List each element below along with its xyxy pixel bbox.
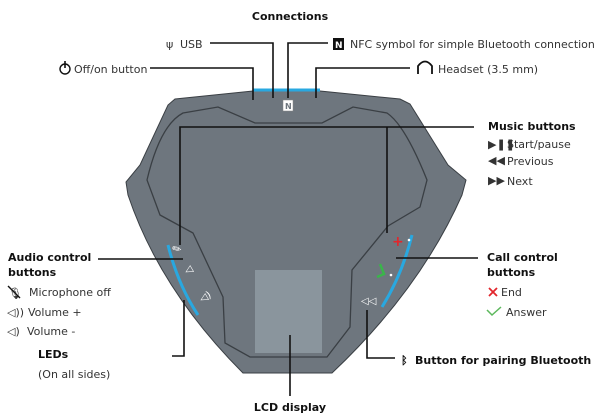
previous-icon: ◀◀ — [488, 154, 505, 167]
bluetooth-icon: ᛒ — [401, 354, 408, 367]
end-call-button[interactable]: + — [392, 234, 404, 250]
start-pause-label: Start/pause — [507, 138, 571, 151]
call-control-legend: Call control buttons End Answer — [486, 251, 558, 319]
mic-off-label: Microphone off — [29, 286, 111, 299]
led-strip-left — [166, 244, 200, 316]
bluetooth-legend: ᛒ Button for pairing Bluetooth — [401, 354, 591, 367]
play-pause-icon: ▶❚❚ — [488, 138, 515, 151]
connections-heading: Connections — [252, 10, 329, 23]
bluetooth-pair-button[interactable]: ◁◁ — [361, 296, 377, 307]
answer-label: Answer — [506, 306, 547, 319]
device-inner-outline — [146, 106, 428, 358]
music-heading: Music buttons — [488, 120, 576, 133]
volume-up-icon: ◁)) — [7, 306, 24, 319]
lcd-display-label: LCD display — [254, 401, 326, 414]
volume-up-button[interactable]: ◁) — [198, 290, 214, 305]
answer-call-button[interactable] — [376, 263, 386, 279]
volume-down-label: Volume - — [27, 325, 75, 338]
end-call-icon — [488, 287, 498, 297]
power-label-text: Off/on button — [74, 63, 147, 76]
audio-heading-2: buttons — [8, 266, 57, 279]
usb-label: ψ USB — [166, 38, 203, 51]
audio-control-legend: Audio control buttons 🎙 Microphone off ◁… — [7, 251, 111, 338]
power-label: Off/on button — [59, 61, 147, 76]
device-body — [125, 90, 467, 374]
svg-text:N: N — [335, 41, 343, 51]
callout-lines — [98, 42, 478, 396]
nfc-mark: N — [285, 102, 292, 111]
next-icon: ▶▶ — [488, 174, 505, 187]
lcd-display — [255, 270, 322, 353]
volume-down-icon: ◁) — [7, 325, 20, 338]
usb-label-text: USB — [180, 38, 203, 51]
nfc-label-icon — [333, 38, 344, 50]
leds-heading: LEDs — [38, 348, 69, 361]
bluetooth-label: Button for pairing Bluetooth — [415, 354, 591, 367]
leds-legend: LEDs (On all sides) — [38, 348, 110, 381]
end-call-led — [407, 238, 411, 242]
headset-label-text: Headset (3.5 mm) — [438, 63, 538, 76]
usb-icon: ψ — [166, 38, 173, 51]
music-buttons-legend: Music buttons ▶❚❚ Start/pause ◀◀ Previou… — [488, 120, 576, 188]
speakerphone-device: N ✎ ◁ ◁) + ◁◁ — [125, 88, 467, 374]
answer-call-icon — [486, 306, 502, 317]
call-heading-2: buttons — [487, 266, 536, 279]
next-label: Next — [507, 175, 533, 188]
nfc-label: N NFC symbol for simple Bluetooth connec… — [333, 38, 595, 51]
nfc-label-text: NFC symbol for simple Bluetooth connecti… — [350, 38, 595, 51]
end-label: End — [501, 286, 522, 299]
nfc-icon — [282, 99, 294, 112]
answer-call-led — [389, 273, 393, 277]
call-heading-1: Call control — [487, 251, 558, 264]
audio-heading-1: Audio control — [8, 251, 91, 264]
led-strip-right — [380, 234, 414, 308]
volume-up-label: Volume + — [28, 306, 82, 319]
headset-icon — [417, 60, 433, 74]
previous-label: Previous — [507, 155, 554, 168]
headset-label: Headset (3.5 mm) — [417, 60, 538, 76]
leds-note: (On all sides) — [38, 368, 110, 381]
